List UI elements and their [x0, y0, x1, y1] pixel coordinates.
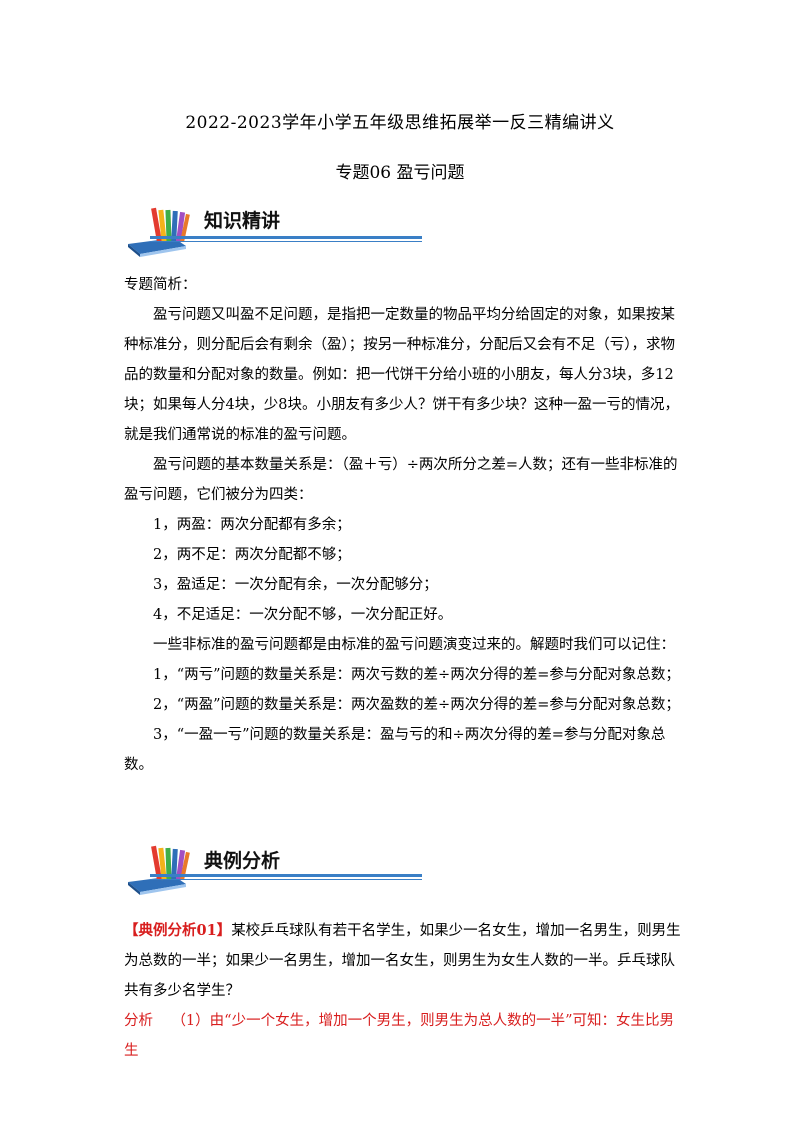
section-label: 专题简析：: [124, 277, 197, 293]
paragraph: 一些非标准的盈亏问题都是由标准的盈亏问题演变过来的。解题时我们可以记住：: [153, 637, 675, 653]
example-paragraph: 【典例分析01】某校乒乓球队有若干名学生，如果少一名女生，增加一名男生，则男生为…: [124, 916, 684, 1006]
books-icon: [128, 845, 190, 895]
banner-underline: [150, 236, 422, 239]
analysis-text: （1）由“少一个女生，增加一个男生，则男生为总人数的一半”可知：女生比男生: [124, 1013, 674, 1059]
list-item: 1，两盈：两次分配都有多余；: [153, 517, 351, 533]
example-tag: 【典例分析01】: [124, 922, 232, 939]
example-text: 某校乒乓球队有若干名学生，如果少一名女生，增加一名男生，则男生为总数的一半；如果…: [124, 923, 681, 999]
rule-item: 2，“两盈”问题的数量关系是：两次盈数的差÷两次分得的差=参与分配对象总数；: [153, 697, 680, 713]
section2-body: 【典例分析01】某校乒乓球队有若干名学生，如果少一名女生，增加一名男生，则男生为…: [124, 916, 684, 1066]
banner-underline-thin: [150, 241, 422, 242]
section-heading: 知识精讲: [204, 210, 281, 232]
document-subtitle: 专题06 盈亏问题: [335, 163, 465, 183]
paragraph: 盈亏问题的基本数量关系是：（盈＋亏）÷两次所分之差=人数；还有一些非标准的盈亏问…: [124, 457, 678, 503]
section-heading: 典例分析: [204, 850, 281, 872]
banner-underline: [150, 874, 422, 877]
rule-item: 3，“一盈一亏”问题的数量关系是：盈与亏的和÷两次分得的差=参与分配对象总数。: [124, 727, 666, 773]
list-item: 3，盈适足：一次分配有余，一次分配够分；: [153, 577, 438, 593]
list-item: 2，两不足：两次分配都不够；: [153, 547, 351, 563]
analysis-label: 分析: [124, 1013, 153, 1029]
section-banner-examples: 典例分析: [120, 838, 422, 898]
section1-body: 专题简析： 盈亏问题又叫盈不足问题，是指把一定数量的物品平均分给固定的对象，如果…: [124, 270, 684, 780]
document-title: 2022-2023学年小学五年级思维拓展举一反三精编讲义: [185, 113, 615, 133]
banner-underline-thin: [150, 879, 422, 880]
section-banner-knowledge: 知识精讲: [120, 200, 422, 260]
analysis-paragraph: 分析 （1）由“少一个女生，增加一个男生，则男生为总人数的一半”可知：女生比男生: [124, 1006, 684, 1066]
paragraph: 盈亏问题又叫盈不足问题，是指把一定数量的物品平均分给固定的对象，如果按某种标准分…: [124, 307, 679, 443]
list-item: 4，不足适足：一次分配不够，一次分配正好。: [153, 607, 453, 623]
books-icon: [128, 207, 190, 257]
rule-item: 1，“两亏”问题的数量关系是：两次亏数的差÷两次分得的差=参与分配对象总数；: [153, 667, 680, 683]
